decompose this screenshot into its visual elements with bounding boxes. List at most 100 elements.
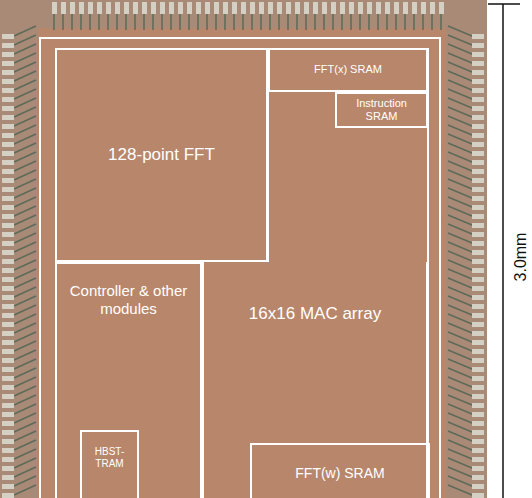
bond-wire: [368, 14, 370, 30]
bond-pad: [472, 97, 484, 102]
bond-wire: [448, 368, 472, 378]
bond-pad: [472, 394, 484, 399]
bond-wire: [14, 458, 36, 468]
bond-wire: [98, 14, 100, 30]
bond-pad: [2, 340, 14, 345]
bond-wire: [14, 377, 36, 387]
bond-wire: [278, 14, 280, 30]
bond-pad: [322, 2, 327, 14]
bond-wire: [448, 53, 472, 63]
bond-wire: [62, 14, 64, 30]
bond-wire: [448, 89, 472, 99]
bond-pad: [472, 475, 484, 480]
bond-pad: [403, 2, 408, 14]
bond-wire: [448, 296, 472, 306]
dimension-label: 3.0mm: [512, 229, 530, 284]
bond-pad: [2, 196, 14, 201]
bond-wire: [448, 341, 472, 351]
bond-pad: [2, 178, 14, 183]
bond-wire: [14, 341, 36, 351]
bond-pad: [421, 2, 426, 14]
bond-pad: [223, 2, 228, 14]
bond-wire: [448, 359, 472, 369]
bond-wire: [143, 14, 145, 30]
bond-pad: [2, 187, 14, 192]
bond-pad: [472, 358, 484, 363]
bond-pad: [286, 2, 291, 14]
bond-pad: [178, 2, 183, 14]
bond-pad: [472, 340, 484, 345]
bond-pad: [358, 2, 363, 14]
bond-pad: [2, 277, 14, 282]
bond-wire: [332, 14, 334, 30]
tram-block: HBST- TRAM: [80, 430, 139, 498]
bond-wire: [448, 35, 472, 45]
bond-wire: [448, 152, 472, 162]
block-label: FFT(x) SRAM: [314, 63, 382, 76]
bond-pad: [115, 2, 120, 14]
bond-wire: [197, 14, 199, 30]
bond-pad: [2, 484, 14, 489]
bond-pad: [2, 394, 14, 399]
bond-wire: [448, 440, 472, 450]
bond-pad: [340, 2, 345, 14]
bond-wire: [448, 161, 472, 171]
bond-pad: [2, 331, 14, 336]
bond-wire: [14, 188, 36, 198]
bond-wire: [14, 233, 36, 243]
bond-pad: [472, 205, 484, 210]
bond-wire: [350, 14, 352, 30]
bond-pad: [2, 268, 14, 273]
bond-pad: [472, 196, 484, 201]
bond-wire: [448, 224, 472, 234]
bond-pad: [472, 151, 484, 156]
bond-pad: [2, 79, 14, 84]
bond-pad: [70, 2, 75, 14]
bond-pad: [124, 2, 129, 14]
bond-wire: [448, 422, 472, 432]
bond-wire: [377, 14, 379, 30]
bond-wire: [448, 98, 472, 108]
bond-wire: [359, 14, 361, 30]
bond-pad: [2, 313, 14, 318]
bond-pad: [331, 2, 336, 14]
bond-wire: [14, 89, 36, 99]
bond-pad: [2, 223, 14, 228]
bond-pad: [2, 205, 14, 210]
bond-wire: [242, 14, 244, 30]
bond-wire: [14, 197, 36, 207]
bond-pad: [2, 475, 14, 480]
bond-wire: [14, 296, 36, 306]
bond-wire: [107, 14, 109, 30]
bond-wire: [448, 215, 472, 225]
bond-pad: [472, 385, 484, 390]
bond-pad: [2, 142, 14, 147]
bond-wire: [260, 14, 262, 30]
bond-wire: [71, 14, 73, 30]
bond-pad: [472, 430, 484, 435]
bond-pad: [472, 268, 484, 273]
bond-wire: [448, 485, 472, 495]
bond-pad: [472, 61, 484, 66]
bond-wire: [14, 395, 36, 405]
bond-wire: [269, 14, 271, 30]
bond-wire: [448, 413, 472, 423]
bond-wire: [448, 80, 472, 90]
bond-wire: [14, 287, 36, 297]
bond-wire: [448, 197, 472, 207]
bond-wire: [14, 179, 36, 189]
bond-pad: [2, 169, 14, 174]
bond-pad: [277, 2, 282, 14]
bond-wire: [448, 134, 472, 144]
bond-pad: [142, 2, 147, 14]
bond-pad: [2, 493, 14, 498]
pad-ring-right: [446, 0, 487, 498]
bond-wire: [215, 14, 217, 30]
bond-wire: [14, 215, 36, 225]
bond-wire: [14, 206, 36, 216]
bond-wire: [14, 350, 36, 360]
bond-pad: [472, 277, 484, 282]
bond-wire: [14, 476, 36, 486]
sram-block: Instruction SRAM: [335, 92, 428, 128]
bond-pad: [97, 2, 102, 14]
